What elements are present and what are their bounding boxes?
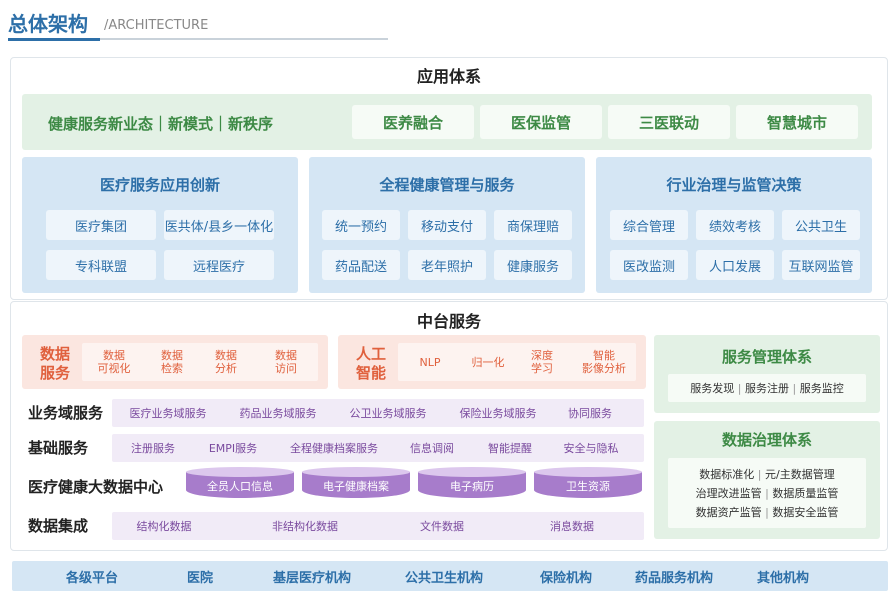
chip-county-integration: 医共体/县乡一体化: [164, 210, 274, 240]
item-public-health-domain: 公卫业务域服务: [349, 407, 427, 420]
chip-performance: 绩效考核: [696, 210, 774, 240]
data-gov-line-3: 数据资产监管 | 数据安全监管: [695, 505, 839, 520]
ai-nlp: NLP: [419, 355, 441, 369]
service-mgmt-items: 服务发现 | 服务注册 | 服务监控: [668, 374, 866, 402]
cylinder-population: 全员人口信息: [186, 467, 294, 501]
item-registration: 注册服务: [131, 442, 175, 455]
chip-medical-group: 医疗集团: [46, 210, 156, 240]
item-unstructured-data: 非结构化数据: [272, 520, 338, 533]
service-monitoring: 服务监控: [799, 382, 844, 395]
chip-elderly-care: 老年照护: [408, 250, 486, 280]
tag-yibao: 医保监管: [480, 105, 602, 139]
row-bar-basic: [112, 434, 644, 462]
panel-health-management-title: 全程健康管理与服务: [379, 175, 515, 194]
chip-mobile-pay: 移动支付: [408, 210, 486, 240]
row-label-basic: 基础服务: [28, 439, 89, 457]
item-info-retrieval: 信息调阅: [410, 442, 454, 455]
ai-items: [398, 343, 636, 381]
item-drug-domain: 药品业务域服务: [239, 407, 317, 420]
data-analysis: 数据分析: [215, 349, 237, 375]
inst-others: 其他机构: [756, 570, 809, 586]
row-label-integration: 数据集成: [28, 517, 89, 535]
data-service-items: [82, 343, 318, 381]
page-subtitle: /ARCHITECTURE: [104, 18, 209, 33]
inst-primary-care: 基层医疗机构: [272, 570, 351, 586]
tag-yiyang: 医养融合: [352, 105, 474, 139]
chip-drug-delivery: 药品配送: [322, 250, 400, 280]
chip-comprehensive-mgmt: 综合管理: [610, 210, 688, 240]
item-insurance-domain: 保险业务域服务: [459, 407, 537, 420]
data-gov-items: [668, 458, 866, 528]
page-title: 总体架构: [8, 12, 88, 36]
inst-platforms: 各级平台: [65, 570, 118, 586]
service-registration: 服务注册: [745, 382, 789, 395]
service-discovery: 服务发现: [690, 382, 735, 395]
item-file-data: 文件数据: [420, 520, 464, 533]
item-security-privacy: 安全与隐私: [563, 442, 619, 455]
middle-layer-title: 中台服务: [416, 312, 481, 331]
cylinder-ehr: 电子健康档案: [302, 467, 410, 501]
item-smart-reminder: 智能提醒: [488, 442, 532, 455]
data-gov-title: 数据治理体系: [721, 430, 812, 449]
chip-telemedicine: 远程医疗: [164, 250, 274, 280]
institutions-bar: [12, 561, 888, 591]
row-label-bigdata: 医疗健康大数据中心: [28, 478, 164, 496]
app-slogan: 健康服务新业态｜新模式｜新秩序: [48, 115, 274, 133]
panel-governance-title: 行业治理与监管决策: [666, 175, 802, 194]
data-service-title: 数据服务: [40, 345, 71, 382]
row-bar-business: [112, 399, 644, 427]
row-label-business: 业务域服务: [28, 404, 104, 422]
chip-specialty-alliance: 专科联盟: [46, 250, 156, 280]
service-mgmt-title: 服务管理体系: [721, 347, 812, 366]
inst-insurance: 保险机构: [539, 570, 592, 586]
tag-sanyi: 三医联动: [608, 105, 730, 139]
item-health-record-service: 全程健康档案服务: [290, 442, 378, 455]
chip-health-service: 健康服务: [494, 250, 572, 280]
inst-pharma: 药品服务机构: [634, 570, 713, 586]
row-bar-integration: [112, 512, 644, 540]
item-empi: EMPI服务: [208, 442, 258, 455]
panel-medical-innovation-title: 医疗服务应用创新: [99, 175, 220, 194]
item-structured-data: 结构化数据: [136, 520, 192, 533]
data-access: 数据访问: [275, 349, 297, 375]
item-collaboration: 协同服务: [568, 407, 612, 420]
ai-normalization: 归一化: [471, 355, 505, 369]
chip-population: 人口发展: [696, 250, 774, 280]
chip-public-health: 公共卫生: [782, 210, 860, 240]
data-visualization: 数据可视化: [97, 349, 131, 375]
ai-deep-learning: 深度学习: [531, 349, 553, 375]
ai-title: 人工智能: [356, 345, 387, 382]
item-medical-domain: 医疗业务域服务: [129, 407, 207, 420]
ai-imaging: 智能影像分析: [582, 349, 626, 375]
chip-appointment: 统一预约: [322, 210, 400, 240]
cylinder-emr: 电子病历: [418, 467, 526, 501]
item-message-data: 消息数据: [550, 520, 594, 533]
cylinder-health-resources: 卫生资源: [534, 467, 642, 501]
title-underline-accent: [8, 38, 100, 41]
inst-public-health: 公共卫生机构: [404, 570, 483, 586]
tag-smart-city: 智慧城市: [736, 105, 858, 139]
app-layer-title: 应用体系: [416, 67, 481, 86]
inst-hospitals: 医院: [186, 570, 213, 586]
data-retrieval: 数据检索: [161, 349, 183, 375]
chip-insurance-claim: 商保理赔: [494, 210, 572, 240]
title-underline: [8, 38, 388, 40]
data-gov-line-2: 治理改进监管 | 数据质量监管: [695, 486, 839, 501]
data-gov-line-1: 数据标准化 | 元/主数据管理: [699, 467, 835, 482]
chip-internet-supervision: 互联网监管: [782, 250, 860, 280]
chip-reform-monitor: 医改监测: [610, 250, 688, 280]
